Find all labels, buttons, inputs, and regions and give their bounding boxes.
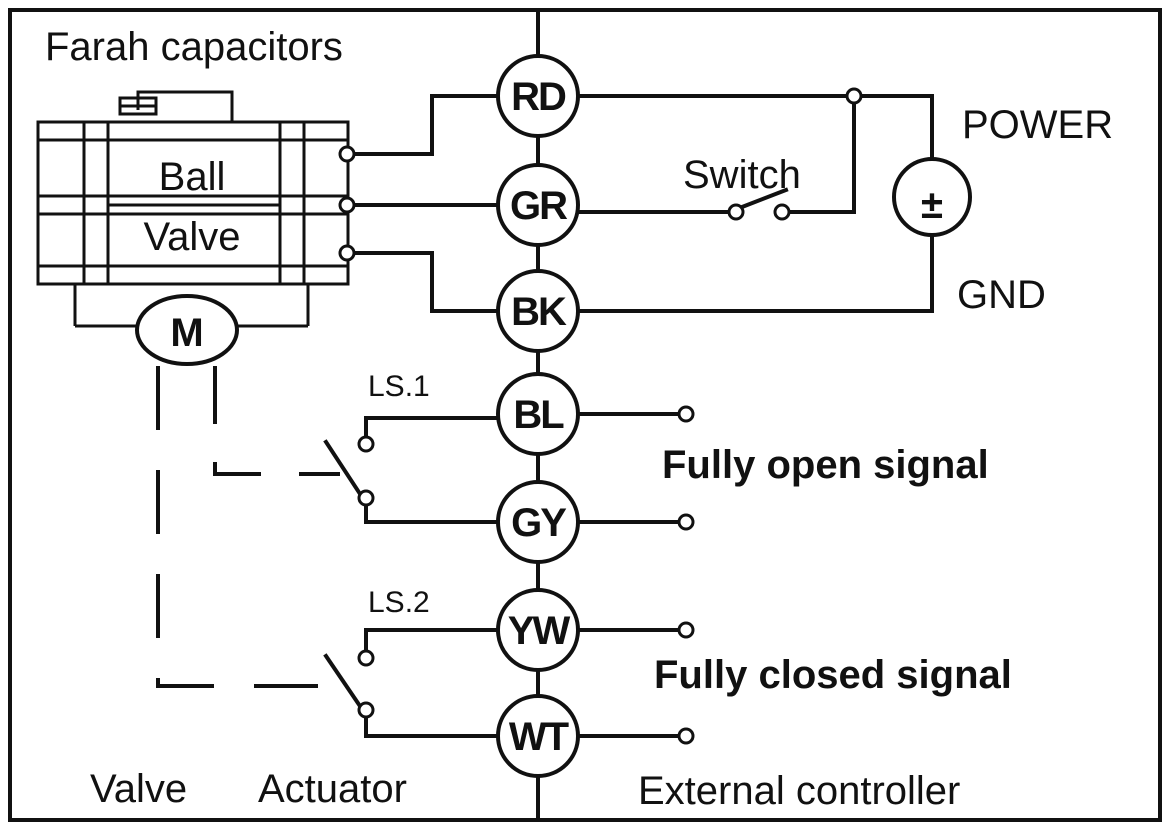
valve-wires: [338, 94, 500, 313]
footer-actuator-label: Actuator: [258, 767, 407, 811]
motor-symbol: [135, 294, 239, 366]
terminal-yw: YW: [496, 588, 580, 672]
terminal-bl-label: BL: [513, 393, 564, 437]
diagram-frame: [8, 8, 1162, 822]
terminal-rd-label: RD: [511, 75, 566, 119]
fully-open-signal-label: Fully open signal: [662, 443, 989, 487]
valve-word-label: Valve: [143, 215, 240, 259]
terminal-wt-label: WT: [509, 715, 569, 759]
valve-title: Farah capacitors: [45, 25, 343, 69]
signal-outputs: [576, 405, 695, 745]
power-circuit: [576, 87, 934, 313]
switch-label: Switch: [683, 153, 801, 197]
terminal-yw-label: YW: [508, 609, 571, 653]
ls2-label: LS.2: [368, 586, 430, 619]
fully-closed-signal-label: Fully closed signal: [654, 653, 1012, 697]
footer-valve-label: Valve: [90, 767, 187, 811]
power-source-sign: ±: [921, 183, 943, 227]
terminal-bk-label: BK: [511, 290, 567, 334]
power-label: POWER: [962, 103, 1113, 147]
terminal-gy: GY: [496, 480, 580, 564]
limit-switch-1: [323, 416, 502, 524]
terminal-gr: GR: [496, 163, 580, 247]
terminal-bl: BL: [496, 372, 580, 456]
terminal-wt: WT: [496, 694, 580, 778]
power-source-symbol: [892, 157, 972, 237]
gnd-label: GND: [957, 273, 1046, 317]
terminal-gy-label: GY: [511, 501, 567, 545]
terminal-rd: RD: [496, 54, 580, 138]
terminal-gr-label: GR: [510, 184, 568, 228]
terminal-bk: BK: [496, 269, 580, 353]
footer-controller-label: External controller: [638, 769, 960, 813]
ball-label: Ball: [159, 155, 226, 199]
ball-valve-body: [36, 90, 350, 328]
ls1-label: LS.1: [368, 370, 430, 403]
motor-label: M: [170, 311, 203, 355]
limit-switch-2: [323, 628, 502, 738]
mechanical-linkage: [156, 366, 344, 688]
